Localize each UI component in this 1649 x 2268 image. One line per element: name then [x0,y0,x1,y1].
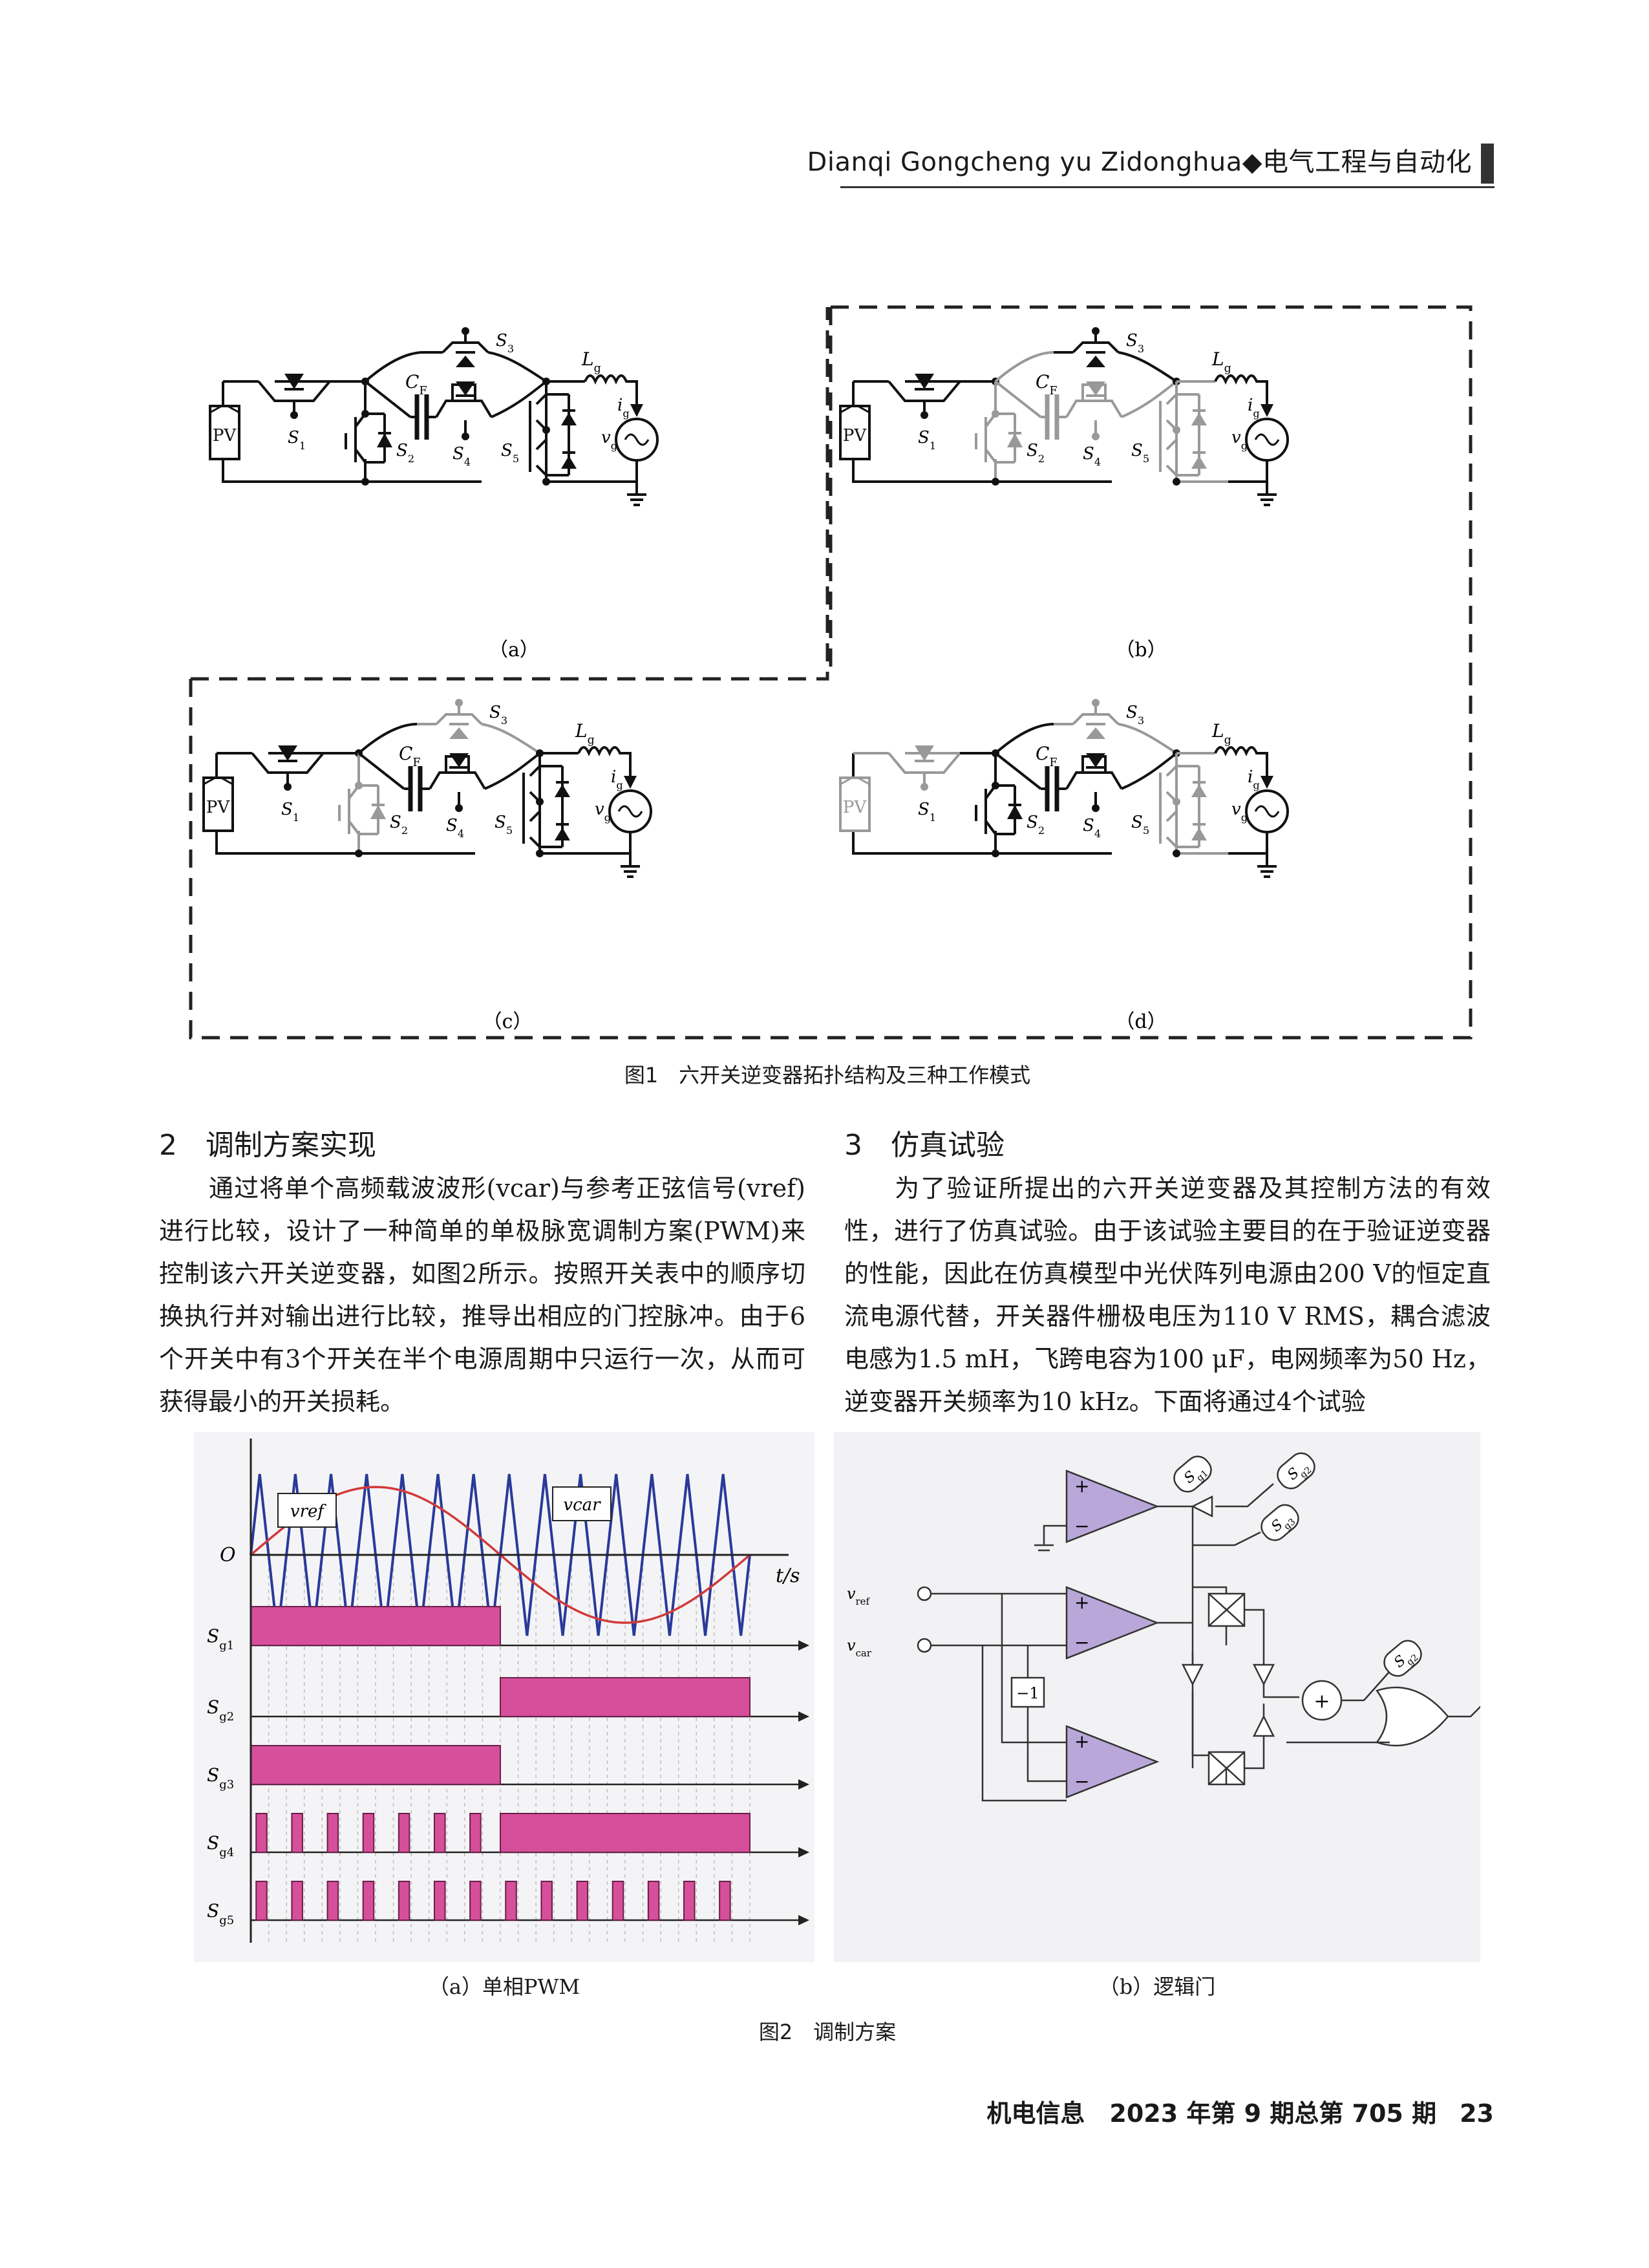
gate-label-4: Sg4 [207,1832,234,1859]
panel-b-label: （b） [1115,639,1166,661]
s3-label: S3 [496,331,514,355]
header-section: 电气工程与自动化 [1262,147,1472,177]
logic-vref-label: vref [847,1585,870,1607]
vg-label: vg [595,800,611,824]
footer: 机电信息 2023 年第 9 期总第 705 期 23 [986,2093,1494,2129]
comparator-plus: + [1074,1475,1089,1497]
lg-label: Lg [581,348,601,375]
running-header: Dianqi Gongcheng yu Zidonghua◆电气工程与自动化 [807,141,1494,184]
output-tag-sg2: Sg2 [1277,1452,1315,1490]
s2-label: S2 [396,441,414,465]
comparator-minus: − [1074,1632,1089,1653]
s5-label: S5 [1131,813,1149,837]
output-tag-sg3: Sg3 [1261,1504,1299,1541]
footer-journal: 机电信息 2023 年第 9 期总第 705 期 [986,2099,1437,2128]
figure-2a-caption: （a）单相PWM [428,1974,580,1999]
output-tag-sg1: Sg1 [1173,1455,1212,1493]
header-bar [1481,144,1494,184]
page-number: 23 [1460,2099,1494,2128]
figure-2b-caption: （b）逻辑门 [1098,1974,1216,1999]
s3-label: S3 [1126,703,1144,727]
lg-label: Lg [1211,720,1231,747]
s5-label: S5 [495,813,513,837]
header-rule [840,186,1495,188]
pv-label: PV [213,426,237,445]
s4-label: S4 [1083,816,1101,840]
vcar-box-label: vcar [563,1495,601,1515]
header-pinyin: Dianqi Gongcheng yu Zidonghua [807,147,1242,177]
pv-label: PV [206,798,230,817]
section-3-paragraph: 为了验证所提出的六开关逆变器及其控制方法的有效性，进行了仿真试验。由于该试验主要… [844,1167,1491,1423]
vg-label: vg [1231,800,1248,824]
s5-label: S5 [1131,441,1149,465]
s3-label: S3 [1126,331,1144,355]
s1-label: S1 [918,800,936,824]
ig-label: ig [1248,396,1260,420]
comparator-plus: + [1074,1592,1089,1613]
section-2-heading: 2 调制方案实现 [159,1129,376,1162]
ig-label: ig [611,767,623,791]
s4-label: S4 [446,816,464,840]
vref-box-label: vref [290,1502,327,1521]
panel-a-label: （a） [489,639,539,661]
lg-label: Lg [1211,348,1231,375]
section-3-heading: 3 仿真试验 [844,1129,1005,1162]
gate-label-2: Sg2 [207,1696,234,1724]
ig-label: ig [1248,767,1260,791]
s2-label: S2 [1027,813,1045,837]
lg-label: Lg [575,720,595,747]
inverter-gain-label: −1 [1016,1684,1039,1702]
figure-1-caption: 图1 六开关逆变器拓扑结构及三种工作模式 [624,1063,1031,1087]
s4-label: S4 [452,444,471,468]
s3-label: S3 [489,703,507,727]
s2-label: S2 [390,813,408,837]
comparator-minus: − [1074,1771,1089,1792]
gate-label-3: Sg3 [207,1764,234,1792]
gate-label-5: Sg5 [207,1900,234,1927]
s1-label: S1 [281,800,299,824]
figure-2-caption: 图2 调制方案 [758,2020,897,2044]
cf-label: CF [399,743,420,769]
diamond-icon: ◆ [1242,147,1262,177]
section-3-text: 为了验证所提出的六开关逆变器及其控制方法的有效性，进行了仿真试验。由于该试验主要… [844,1174,1491,1416]
s4-label: S4 [1083,444,1101,468]
vg-label: vg [601,428,617,452]
s1-label: S1 [288,428,306,452]
output-tag-sg2-b: Sg2 [1383,1640,1422,1677]
s1-label: S1 [918,428,936,452]
pv-label: PV [843,798,867,817]
pv-label: PV [843,426,867,445]
cf-label: CF [1036,371,1057,398]
s5-label: S5 [501,441,519,465]
comparator-plus: + [1074,1731,1089,1752]
time-axis-label: t/s [776,1565,800,1587]
s2-label: S2 [1027,441,1045,465]
cf-label: CF [1036,743,1057,769]
panel-d-label: （d） [1115,1011,1166,1033]
logic-vcar-label: vcar [847,1636,872,1659]
cf-label: CF [405,371,427,398]
panel-c-label: （c） [483,1011,533,1033]
section-2-text: 通过将单个高频载波波形(vcar)与参考正弦信号(vref)进行比较，设计了一种… [159,1174,805,1416]
adder-plus: + [1314,1690,1330,1713]
section-2-paragraph: 通过将单个高频载波波形(vcar)与参考正弦信号(vref)进行比较，设计了一种… [159,1167,805,1423]
vg-label: vg [1231,428,1248,452]
gate-label-1: Sg1 [207,1625,234,1653]
ig-label: ig [617,396,630,420]
origin-label: O [220,1544,236,1567]
comparator-minus: − [1074,1515,1089,1537]
